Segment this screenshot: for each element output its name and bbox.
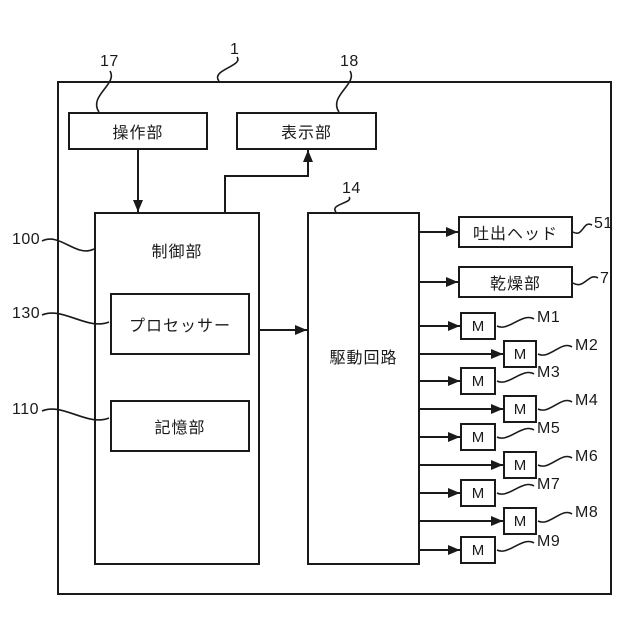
control-unit-box: 制御部	[94, 212, 260, 565]
motor-label: M	[471, 541, 485, 559]
ref-label-m4: M4	[575, 392, 599, 409]
leader-ref-m4	[537, 399, 573, 411]
drying-unit-box: 乾燥部	[458, 266, 573, 298]
discharge-head-label: 吐出ヘッド	[472, 226, 558, 243]
leader-ref-m7	[496, 483, 535, 495]
motor-label: M	[513, 400, 527, 418]
ref-label-m7: M7	[537, 476, 561, 493]
ref-label-7: 7	[600, 270, 610, 287]
leader-ref-m3	[496, 371, 535, 383]
motor-label: M	[471, 317, 485, 335]
motor-box-m9: M	[460, 536, 496, 564]
ref-label-110: 110	[12, 401, 40, 418]
control-unit-label: 制御部	[151, 244, 203, 261]
leader-ref-m6	[537, 455, 573, 467]
motor-box-m2: M	[503, 340, 537, 368]
motor-label: M	[513, 512, 527, 530]
leader-ref-m1	[496, 316, 535, 328]
processor-box: プロセッサー	[110, 293, 250, 355]
ref-label-m6: M6	[575, 448, 599, 465]
drive-circuit-box: 駆動回路	[307, 212, 420, 565]
leader-ref-110	[41, 408, 110, 421]
memory-unit-box: 記憶部	[110, 400, 250, 452]
motor-label: M	[471, 372, 485, 390]
ref-label-m9: M9	[537, 533, 561, 550]
leader-ref-m9	[496, 540, 535, 552]
leader-ref-14	[333, 196, 351, 213]
ref-label-m8: M8	[575, 504, 599, 521]
leader-ref-130	[41, 312, 110, 325]
ref-label-1: 1	[230, 41, 240, 58]
leader-ref-51	[572, 223, 593, 235]
drive-circuit-label: 駆動回路	[329, 350, 398, 367]
motor-box-m8: M	[503, 507, 537, 535]
motor-box-m3: M	[460, 367, 496, 395]
motor-label: M	[471, 428, 485, 446]
motor-label: M	[513, 456, 527, 474]
ref-label-51: 51	[594, 215, 613, 232]
motor-box-m1: M	[460, 312, 496, 340]
ref-label-m5: M5	[537, 420, 561, 437]
motor-label: M	[471, 484, 485, 502]
drying-unit-label: 乾燥部	[489, 276, 541, 293]
leader-lines-group	[41, 56, 599, 552]
motor-box-m6: M	[503, 451, 537, 479]
operation-unit-label: 操作部	[112, 125, 164, 142]
leader-ref-m5	[496, 427, 535, 439]
leader-ref-17	[95, 70, 113, 113]
ref-label-100: 100	[12, 231, 41, 248]
motor-label: M	[513, 345, 527, 363]
motor-box-m7: M	[460, 479, 496, 507]
discharge-head-box: 吐出ヘッド	[458, 216, 573, 248]
arrow-control-to-display	[224, 150, 313, 212]
memory-unit-label: 記憶部	[154, 420, 206, 437]
ref-label-14: 14	[342, 180, 361, 197]
arrows-group	[133, 150, 503, 555]
leader-ref-100	[41, 238, 95, 252]
leader-ref-7	[572, 275, 599, 286]
motor-box-m4: M	[503, 395, 537, 423]
leader-ref-m8	[537, 511, 573, 523]
display-unit-box: 表示部	[236, 112, 377, 150]
processor-label: プロセッサー	[128, 318, 231, 335]
motor-box-m5: M	[460, 423, 496, 451]
leader-ref-1	[216, 56, 239, 82]
leader-ref-m2	[537, 344, 573, 356]
ref-label-m1: M1	[537, 309, 561, 326]
ref-label-17: 17	[100, 53, 119, 70]
display-unit-label: 表示部	[280, 125, 332, 142]
ref-label-m3: M3	[537, 364, 561, 381]
ref-label-130: 130	[12, 305, 41, 322]
ref-label-m2: M2	[575, 337, 599, 354]
ref-label-18: 18	[340, 53, 359, 70]
operation-unit-box: 操作部	[68, 112, 208, 150]
leader-ref-18	[335, 70, 353, 113]
outer-frame	[57, 81, 612, 595]
